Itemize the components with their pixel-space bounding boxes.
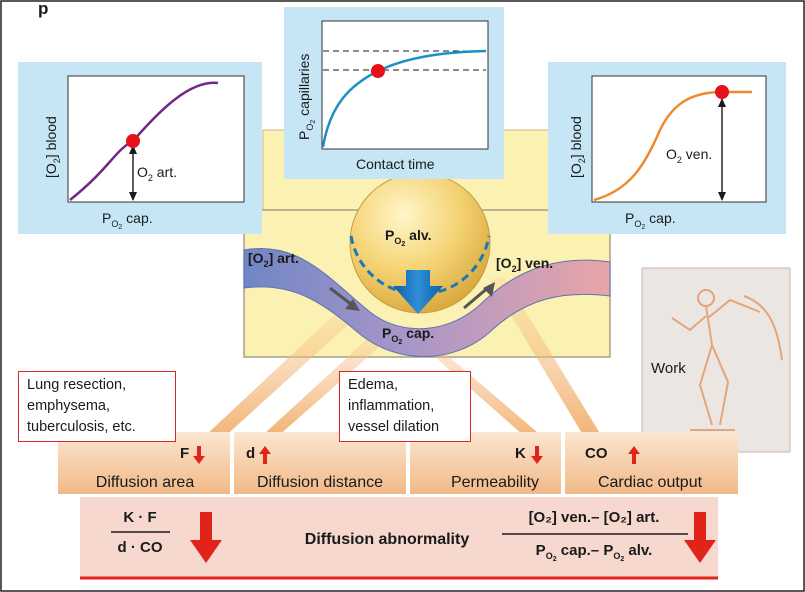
middle-plot-area bbox=[321, 20, 489, 150]
left-bracket-head-top bbox=[129, 145, 137, 154]
title-fragment: p bbox=[38, 0, 48, 18]
middle-marker bbox=[371, 64, 385, 78]
factor-arrow-up-d bbox=[259, 446, 271, 464]
factor-symbol-co: CO bbox=[585, 445, 608, 462]
edema-note-line-2: inflammation, bbox=[348, 398, 435, 414]
capillary-po2-label: PO2 cap. bbox=[382, 325, 434, 346]
right-saturation-curve bbox=[593, 90, 752, 202]
factor-name-f: Diffusion area bbox=[96, 474, 195, 491]
beam-permeability bbox=[402, 325, 558, 450]
lung-note-line-1: Lung resection, bbox=[27, 377, 127, 393]
middle-panel: Contact time PO2 capillaries bbox=[284, 7, 504, 179]
right-note: O2 ven. bbox=[666, 146, 712, 165]
worker-figure bbox=[671, 289, 783, 431]
left-note: O2 art. bbox=[137, 164, 177, 183]
left-panel: O2 art. PO2 cap. [O2] blood bbox=[18, 62, 262, 234]
factor-symbol-d: d bbox=[246, 445, 255, 462]
formula-right-down-arrow bbox=[684, 512, 716, 563]
work-illustration bbox=[641, 267, 791, 453]
factor-name-d: Diffusion distance bbox=[257, 474, 383, 491]
beam-cardiac-output bbox=[490, 276, 610, 450]
right-panel: O2 ven. PO2 cap. [O2] blood bbox=[548, 62, 786, 234]
formula-left-numerator: K · F bbox=[123, 509, 156, 526]
right-plot-area bbox=[591, 75, 767, 203]
right-y-label: [O2] blood bbox=[568, 116, 587, 178]
alveolar-po2-label: PO2 alv. bbox=[385, 227, 431, 248]
formula-left-denominator: d · CO bbox=[118, 539, 163, 556]
work-panel bbox=[641, 267, 791, 453]
factor-arrow-down-k bbox=[531, 446, 543, 464]
edema-note-line-3: vessel dilation bbox=[348, 419, 440, 435]
capillary-vessel bbox=[243, 248, 611, 357]
right-marker bbox=[715, 85, 729, 99]
factor-name-k: Permeability bbox=[451, 474, 539, 491]
lung-note-line-2: emphysema, bbox=[27, 398, 111, 414]
middle-y-label: PO2 capillaries bbox=[296, 54, 317, 140]
arterial-flow-head bbox=[345, 299, 360, 311]
left-marker bbox=[126, 134, 140, 148]
lung-note-line-3: tuberculosis, etc. bbox=[27, 419, 136, 435]
left-y-label: [O2] blood bbox=[43, 116, 62, 178]
beam-diffusion-distance bbox=[252, 323, 395, 445]
beam-diffusion-area bbox=[190, 300, 362, 450]
formula-center-label: Diffusion abnormality bbox=[305, 531, 470, 548]
lung-disease-note: Lung resection, emphysema, tuberculosis,… bbox=[18, 371, 176, 442]
work-label: Work bbox=[651, 360, 686, 377]
factor-name-co: Cardiac output bbox=[598, 474, 703, 491]
factor-arrow-up-co bbox=[628, 446, 640, 464]
middle-x-label: Contact time bbox=[356, 156, 435, 172]
left-plot-area bbox=[67, 75, 245, 203]
factor-symbol-k: K bbox=[515, 445, 526, 462]
formula-band bbox=[80, 497, 718, 578]
edema-note-line-1: Edema, bbox=[348, 377, 398, 393]
diffusion-arrow bbox=[393, 270, 443, 314]
formula-right-denominator: PO2 cap.– PO2 alv. bbox=[536, 542, 653, 563]
factor-band bbox=[58, 432, 738, 494]
venous-flow-head bbox=[483, 282, 495, 297]
formula-right-numerator: [O₂] ven.– [O₂] art. bbox=[529, 509, 660, 526]
edema-note: Edema, inflammation, vessel dilation bbox=[339, 371, 471, 442]
formula-left-down-arrow bbox=[190, 512, 222, 563]
factor-symbol-f: F bbox=[180, 445, 189, 462]
venous-o2-label: [O2] ven. bbox=[496, 255, 553, 274]
right-bracket-head-top bbox=[718, 98, 726, 107]
left-x-label: PO2 cap. bbox=[102, 210, 153, 231]
right-bracket-head-bottom bbox=[718, 192, 726, 201]
arterial-o2-label: [O2] art. bbox=[248, 250, 299, 269]
left-bracket-head-bottom bbox=[129, 192, 137, 201]
right-x-label: PO2 cap. bbox=[625, 210, 676, 231]
factor-arrow-down-f bbox=[193, 446, 205, 464]
